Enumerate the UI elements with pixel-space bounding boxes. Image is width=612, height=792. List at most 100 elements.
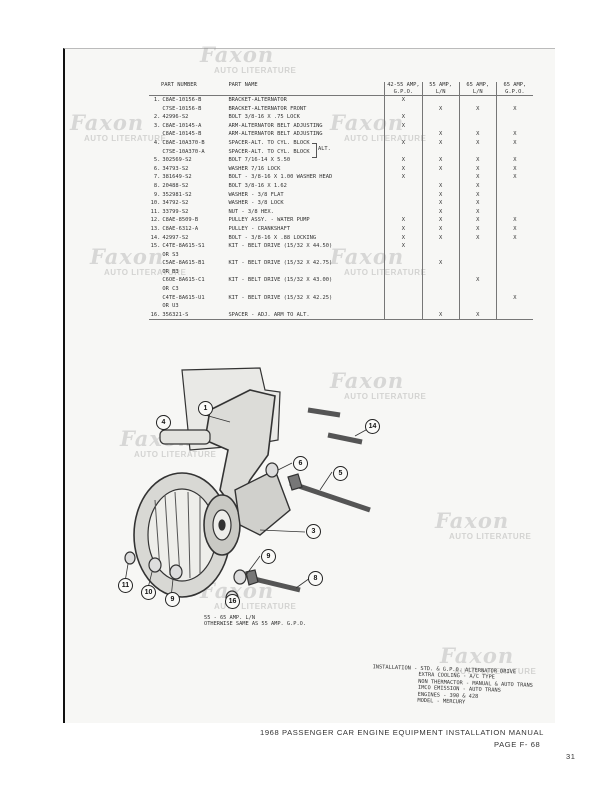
part-name: BOLT 3/8-16 X 1.62: [228, 182, 287, 189]
applicability-mark: [384, 259, 422, 277]
diagram-caption: 55 - 65 AMP. L/N OTHERWISE SAME AS 55 AM…: [204, 615, 307, 628]
applicability-mark: X: [458, 310, 497, 321]
part-number: C8AE-10156-B: [162, 97, 202, 103]
washer: [265, 462, 279, 478]
adjust-bolt: [249, 575, 301, 593]
callout-number: 6: [293, 456, 308, 471]
row-number: [149, 148, 161, 157]
alternator-exploded-diagram: [124, 367, 376, 606]
header-amp-col: 55 AMP,L/N: [421, 82, 460, 96]
applicability-mark: X: [384, 216, 422, 225]
row-number: 2.: [153, 114, 161, 121]
applicability-mark: [384, 293, 422, 311]
applicability-mark: [495, 242, 533, 260]
part-name: BOLT 3/8-16 X .75 LOCK: [228, 114, 300, 121]
header-part-number: PART NUMBER: [149, 82, 228, 96]
applicability-mark: [384, 181, 422, 191]
part-number: 34792-S2: [162, 200, 189, 207]
applicability-mark: X: [384, 138, 422, 148]
applicability-mark: X: [421, 207, 460, 217]
part-number: 302569-S2: [162, 157, 192, 164]
applicability-mark: [421, 173, 460, 182]
part-number: 42996-S2: [162, 114, 189, 121]
part-name: PULLEY ASSY. - WATER PUMP: [228, 217, 310, 224]
applicability-mark: [495, 259, 533, 277]
applicability-mark: X: [458, 181, 497, 191]
applicability-mark: [421, 95, 460, 105]
applicability-mark: [495, 190, 533, 200]
applicability-mark: X: [458, 224, 497, 234]
applicability-mark: X: [495, 233, 533, 243]
page-number: 31: [566, 752, 576, 761]
applicability-mark: [495, 310, 533, 321]
applicability-mark: [458, 259, 497, 277]
page-label: PAGE F- 68: [494, 740, 541, 749]
applicability-mark: X: [458, 130, 497, 139]
applicability-mark: [384, 147, 422, 157]
applicability-mark: X: [421, 138, 460, 148]
applicability-mark: [458, 95, 497, 105]
applicability-mark: [421, 293, 460, 311]
applicability-mark: X: [458, 199, 497, 208]
applicability-mark: X: [495, 130, 533, 139]
part-name: BOLT 7/16-14 X 5.50: [228, 157, 291, 164]
part-number: 356321-S: [161, 310, 228, 321]
applicability-mark: [458, 121, 497, 131]
applicability-mark: [495, 199, 533, 208]
washer: [148, 557, 162, 573]
alt-spacer-bracket: [312, 143, 317, 158]
applicability-mark: [495, 276, 533, 294]
applicability-mark: [495, 147, 533, 157]
applicability-mark: X: [458, 164, 497, 174]
applicability-mark: [458, 147, 497, 157]
applicability-mark: X: [421, 181, 460, 191]
installation-note: INSTALLATION - STD. & G.P.O. ALTERNATOR …: [372, 664, 533, 706]
row-number: 14.: [150, 234, 161, 241]
applicability-mark: [495, 95, 533, 105]
applicability-mark: [458, 242, 497, 260]
row-number: 11.: [150, 208, 161, 215]
manual-title: 1968 PASSENGER CAR ENGINE EQUIPMENT INST…: [260, 728, 544, 737]
row-number: 12.: [150, 217, 161, 224]
part-number: C8AE-10145-B: [162, 131, 202, 138]
applicability-mark: [384, 130, 422, 139]
top-bolt-1: [307, 407, 341, 418]
callout-number: 8: [308, 571, 323, 586]
spacer-tube: [159, 429, 211, 445]
part-number: 20488-S2: [162, 182, 189, 189]
header-part-name: PART NAME: [227, 82, 385, 96]
part-number: C8AE-10A370-B: [162, 139, 205, 146]
applicability-mark: X: [495, 164, 533, 174]
part-name: SPACER - ADJ. ARM TO ALT.: [227, 310, 385, 321]
part-name: WASHER 7/16 LOCK: [228, 165, 281, 172]
applicability-mark: [458, 113, 497, 122]
applicability-mark: [495, 121, 533, 131]
applicability-mark: X: [421, 190, 460, 200]
part-name: KIT - BELT DRIVE (15/32 X 42.75): [228, 260, 333, 267]
header-amp-col: 65 AMP,L/N: [458, 82, 497, 96]
applicability-mark: X: [458, 207, 497, 217]
row-number: 1.: [153, 97, 161, 103]
row-number: 10.: [150, 200, 161, 207]
table-header-row: PART NUMBER PART NAME 42-55 AMP,G.P.O. 5…: [149, 82, 533, 96]
part-name: KIT - BELT DRIVE (15/32 X 44.50): [228, 243, 333, 250]
row-number: 13.: [150, 225, 161, 232]
applicability-mark: [384, 199, 422, 208]
part-name: WASHER - 3/8 FLAT: [228, 191, 284, 198]
